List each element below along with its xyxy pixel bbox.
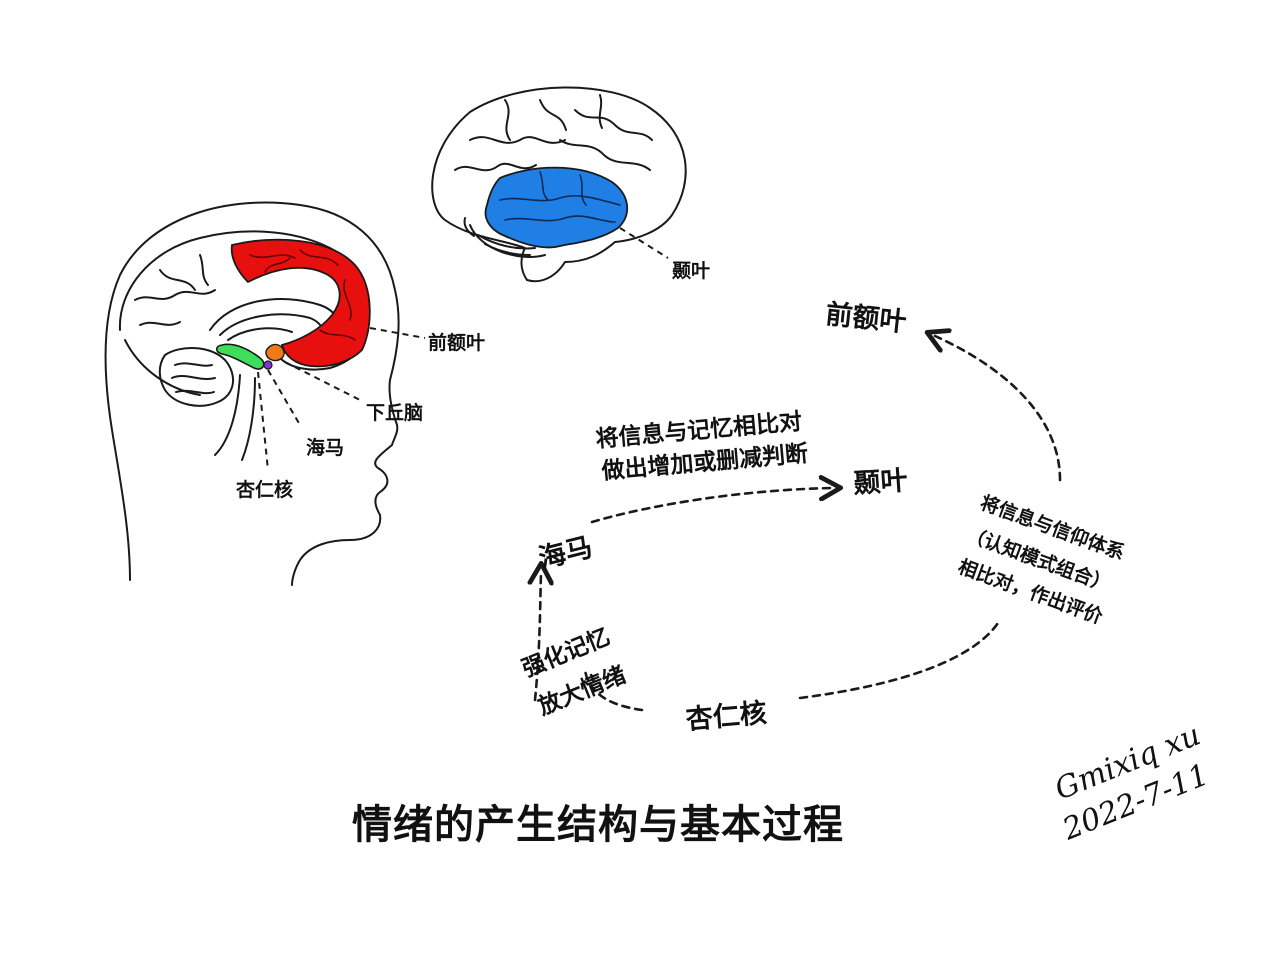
brain-lateral-illustration [431, 86, 687, 283]
hippocampus-region [215, 343, 265, 370]
process-arrows [535, 336, 1062, 712]
hypothalamus-region [265, 343, 285, 362]
head-sagittal-illustration [104, 201, 400, 586]
temporal-leader-line [619, 227, 669, 259]
temporal-lobe-region [484, 166, 628, 249]
prefrontal-gyri [249, 249, 356, 341]
label-temporal-lobe: 颞叶 [672, 260, 711, 282]
arrow-amygdala-to-hippocampus [535, 572, 644, 712]
amygdala-region [263, 360, 273, 370]
node-amygdala: 杏仁核 [684, 697, 769, 736]
page-title: 情绪的产生结构与基本过程 [352, 802, 844, 848]
label-hypothalamus: 下丘脑 [366, 402, 424, 424]
label-amygdala: 杏仁核 [236, 479, 294, 501]
arrow-hippocampus-to-temporal [590, 488, 832, 524]
anatomy-leader-lines [257, 327, 426, 471]
label-prefrontal: 前额叶 [428, 332, 486, 354]
temporal-gyri [499, 171, 621, 223]
node-temporal: 颞叶 [852, 465, 909, 500]
arrow-amygdala-to-prefrontal [798, 336, 1062, 700]
node-prefrontal: 前额叶 [824, 298, 908, 339]
label-hippocampus: 海马 [306, 437, 345, 459]
